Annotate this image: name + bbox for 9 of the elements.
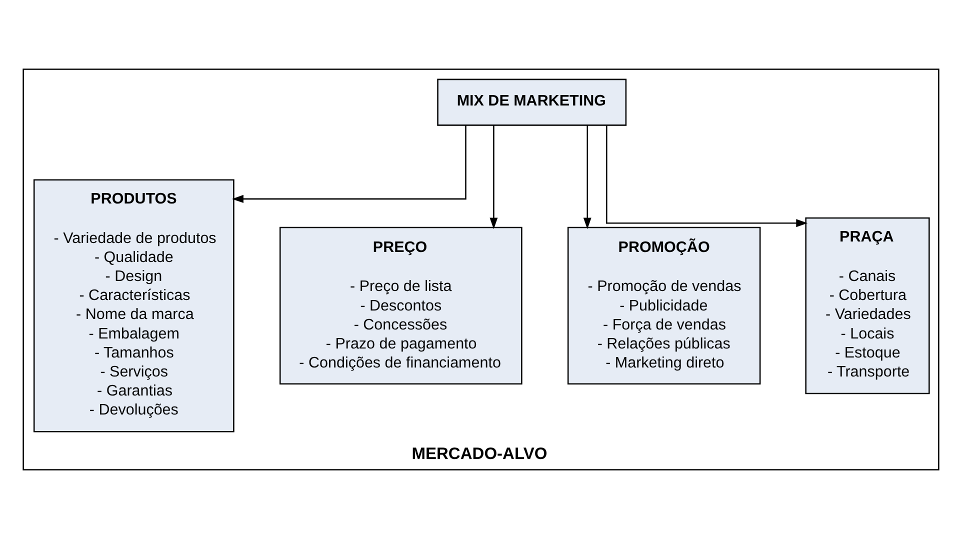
node-box: PREÇO - Preço de lista - Descontos - Concessões - Prazo de pagamento - Condições de financiamento — [279, 226, 522, 385]
node-box: PROMOÇÃO - Promoção de vendas - Publicidade - Força de vendas - Relações públicas - Marketing direto — [567, 226, 761, 385]
arrow — [583, 125, 592, 230]
node-box: PRODUTOS - Variedade de produtos - Qualidade - Design - Características - Nome da marca - Embalagem - Tamanhos - Serviços - Garantias - Devoluções — [33, 179, 234, 432]
node-box: MIX DE MARKETING — [437, 78, 627, 126]
arrow — [606, 126, 808, 228]
arrow — [232, 125, 466, 203]
arrow — [490, 125, 498, 230]
node-box: PRAÇA - Canais - Cobertura - Variedades - Locais - Estoque - Transporte — [805, 217, 930, 394]
